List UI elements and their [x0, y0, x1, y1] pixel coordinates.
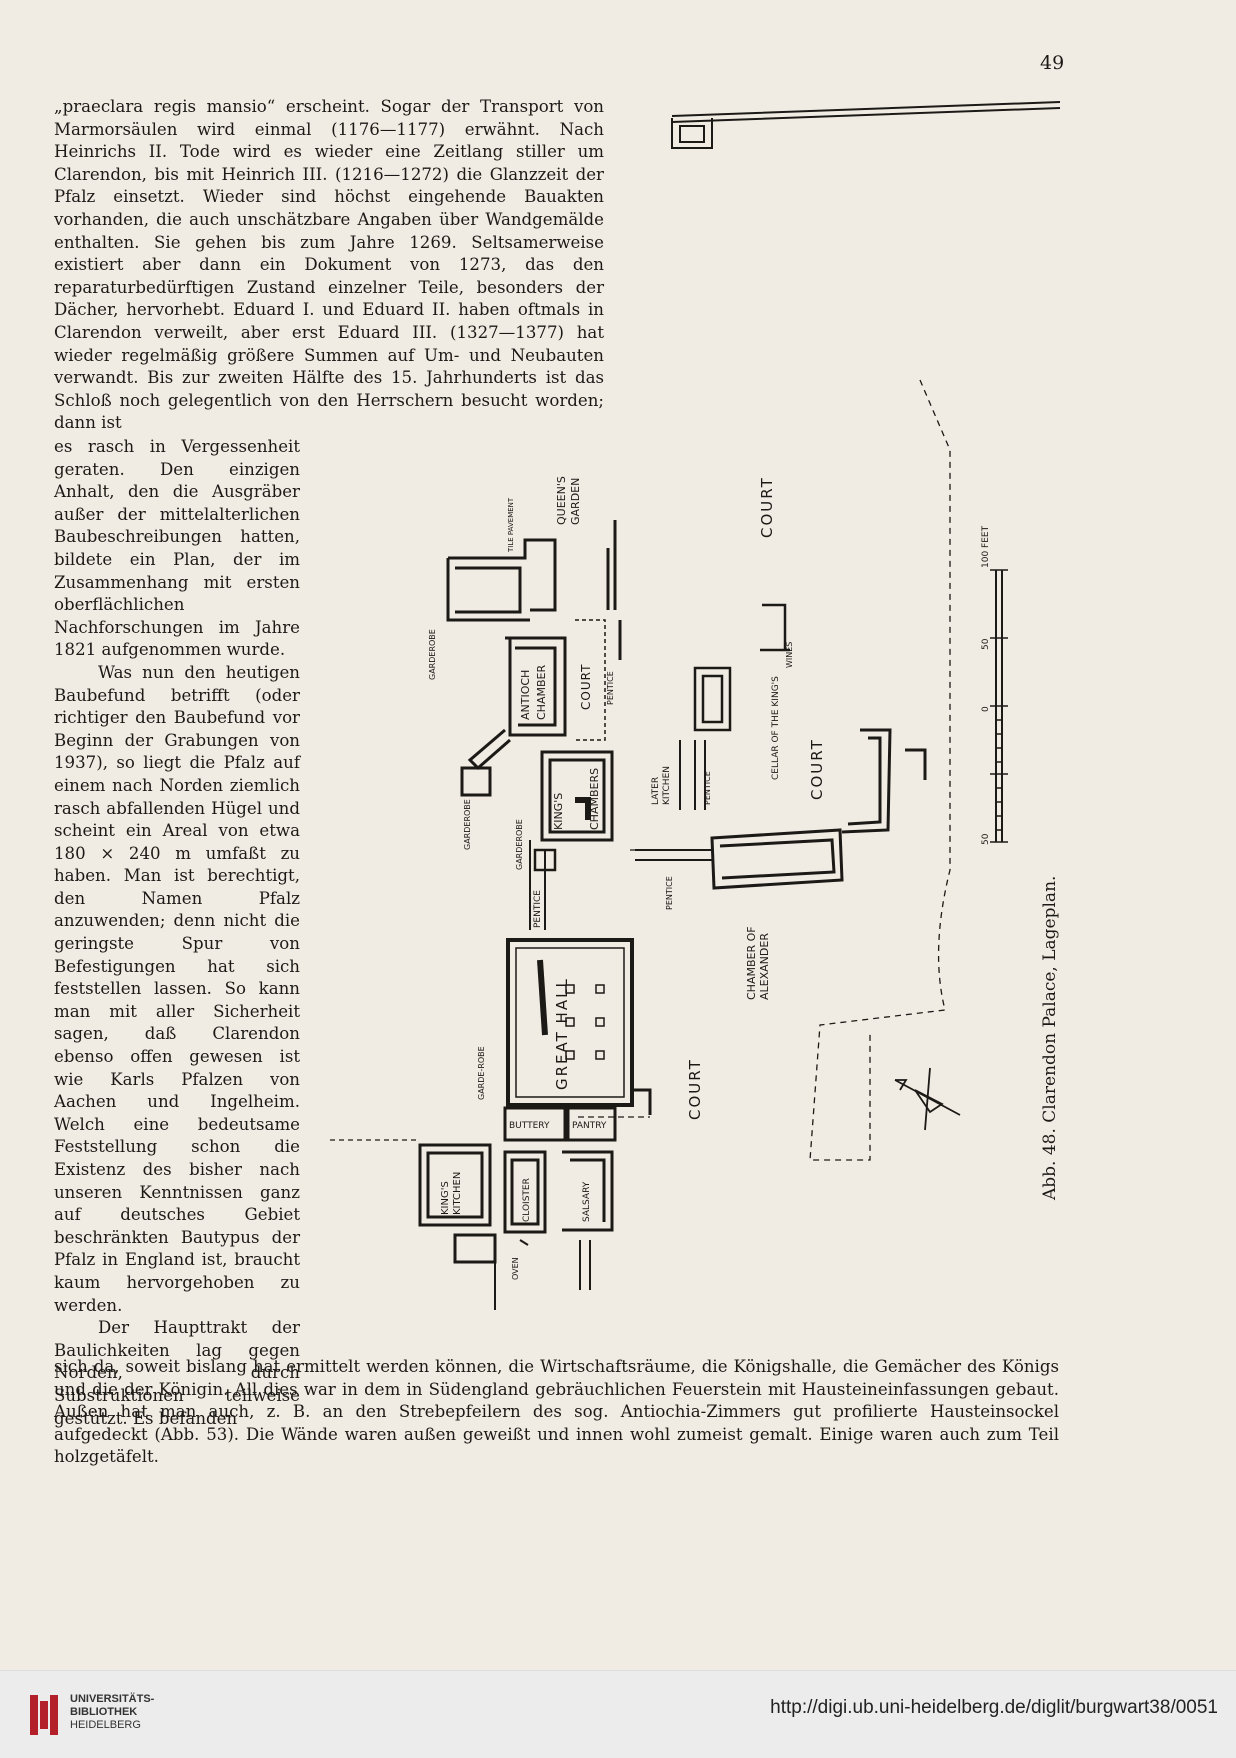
- plan-kings-chambers-stair: [575, 797, 591, 820]
- plan-kings-chambers: [540, 750, 614, 842]
- label-alexander-1: CHAMBER OF: [745, 926, 758, 1000]
- library-name-line-3: HEIDELBERG: [70, 1719, 141, 1731]
- label-garderobe-3: GARDEROBE: [515, 819, 524, 870]
- label-garderobe-2: GARDEROBE: [463, 799, 472, 850]
- footer-bar: UNIVERSITÄTS- BIBLIOTHEK HEIDELBERG http…: [0, 1670, 1236, 1758]
- intro-paragraph: „praeclara regis mansio“ erscheint. Soga…: [54, 97, 604, 433]
- figure-caption: Abb. 48. Clarendon Palace, Lageplan.: [1040, 875, 1060, 1200]
- library-name-line-2: BIBLIOTHEK: [70, 1706, 138, 1718]
- label-oven: OVEN: [511, 1257, 520, 1280]
- plan-pantry: [566, 1106, 617, 1142]
- plan-chamber-of-alexander: [710, 828, 844, 890]
- plan-corridor-north: [671, 101, 1061, 123]
- label-cellar-1: CELLAR OF THE KING'S: [771, 676, 781, 780]
- label-kings-chambers-1: KING'S: [552, 793, 565, 830]
- plan-diagonal-passage: [467, 728, 511, 771]
- label-kings-kitchen-1: KING'S: [440, 1181, 451, 1215]
- scale-label-100: 100 FEET: [981, 525, 991, 568]
- label-tile-pavement: TILE PAVEMENT: [507, 497, 515, 553]
- label-salsary: SALSARY: [582, 1181, 592, 1222]
- plan-east-wall: [841, 728, 892, 834]
- label-pantry: PANTRY: [572, 1121, 607, 1131]
- label-garde-robe: GARDE-ROBE: [477, 1046, 486, 1100]
- plan-antioch-chamber: [505, 636, 567, 737]
- site-plan: QUEEN'S GARDEN TILE PAVEMENT COURT COURT…: [330, 101, 1061, 1310]
- university-library-logo-icon[interactable]: [26, 1691, 66, 1739]
- narrow-column: es rasch in Vergessenheit geraten. Den e…: [54, 436, 300, 1430]
- library-name: UNIVERSITÄTS- BIBLIOTHEK HEIDELBERG: [70, 1693, 154, 1732]
- label-pentice-3: PENTICE: [533, 890, 543, 928]
- source-url-link[interactable]: http://digi.ub.uni-heidelberg.de/diglit/…: [770, 1697, 1218, 1718]
- label-cloister: CLOISTER: [522, 1178, 532, 1222]
- plan-salsary: [562, 1150, 614, 1232]
- plan-east-tower: [905, 748, 927, 780]
- plan-great-hall-dais: [537, 959, 548, 1036]
- plan-kings-kitchen: [418, 1143, 492, 1227]
- plan-garderobe-small: [533, 848, 557, 872]
- full-width-paragraph: sich da, soweit bislang hat ermittelt we…: [54, 1357, 1059, 1467]
- label-court-centre: COURT: [579, 664, 593, 710]
- label-alexander-2: ALEXANDER: [758, 933, 771, 1000]
- plan-great-hall: [506, 938, 634, 1107]
- plan-boundary-dashed: [809, 379, 951, 1161]
- plan-great-hall-inner: [515, 947, 625, 1098]
- label-antioch-1: ANTIOCH: [519, 670, 532, 720]
- page-number: 49: [1040, 52, 1065, 74]
- scale-label-50: 50: [981, 638, 991, 650]
- label-court-south: COURT: [686, 1058, 704, 1120]
- plan-oven: [453, 1233, 497, 1264]
- plan-alexander-link: [635, 849, 712, 861]
- label-court-east: COURT: [808, 738, 826, 800]
- plan-room-northeast: [671, 118, 713, 149]
- scale-ticks: [990, 569, 1008, 843]
- label-pentice-1: PENTICE: [606, 671, 615, 705]
- label-queens-garden-2: GARDEN: [569, 478, 582, 525]
- label-antioch-2: CHAMBER: [535, 665, 548, 720]
- plan-garderobe-box: [460, 766, 492, 797]
- label-kings-chambers-2: CHAMBERS: [588, 768, 601, 830]
- plan-later-kitchen: [679, 740, 706, 810]
- label-court-north: COURT: [758, 476, 776, 538]
- plan-buttery: [503, 1106, 567, 1142]
- label-buttery: BUTTERY: [509, 1121, 550, 1131]
- plan-pentice-west: [529, 840, 546, 930]
- north-arrow-icon: [894, 1067, 961, 1131]
- library-name-line-1: UNIVERSITÄTS-: [70, 1693, 155, 1705]
- label-pentice-2: PENTICE: [703, 771, 712, 805]
- plan-court-east-walls: [760, 603, 790, 652]
- plan-north-block: [446, 538, 557, 622]
- label-great-hall: GREAT HALL: [553, 977, 571, 1090]
- label-pentice-4: PENTICE: [665, 876, 674, 910]
- label-later-kitchen-2: KITCHEN: [662, 766, 672, 805]
- narrow-paragraph-3: Der Haupttrakt der Baulichkeiten lag geg…: [54, 1318, 300, 1428]
- plan-cellar-room: [693, 666, 732, 732]
- plan-alexander-dashed: [578, 849, 700, 1118]
- plan-cloister: [503, 1150, 547, 1234]
- plan-queens-garden-walls: [606, 520, 622, 660]
- plan-court-west: [575, 619, 606, 741]
- scale-label-minus-50: 50: [981, 833, 991, 845]
- plan-hall-east-buttress: [632, 1088, 652, 1115]
- label-later-kitchen-1: LATER: [651, 777, 661, 805]
- label-cellar-2: WINES: [785, 642, 794, 668]
- narrow-paragraph-2: Was nun den heutigen Baubefund betrifft …: [54, 662, 300, 1315]
- label-kings-kitchen-2: KITCHEN: [452, 1172, 463, 1215]
- scale-label-0: 0: [981, 706, 991, 712]
- plan-south-walls: [494, 1239, 591, 1310]
- narrow-paragraph-1: es rasch in Vergessenheit geraten. Den e…: [54, 437, 300, 660]
- label-garderobe-1: GARDEROBE: [428, 629, 437, 680]
- label-queens-garden-1: QUEEN'S: [555, 476, 568, 525]
- plan-hall-pillars: [565, 984, 605, 1060]
